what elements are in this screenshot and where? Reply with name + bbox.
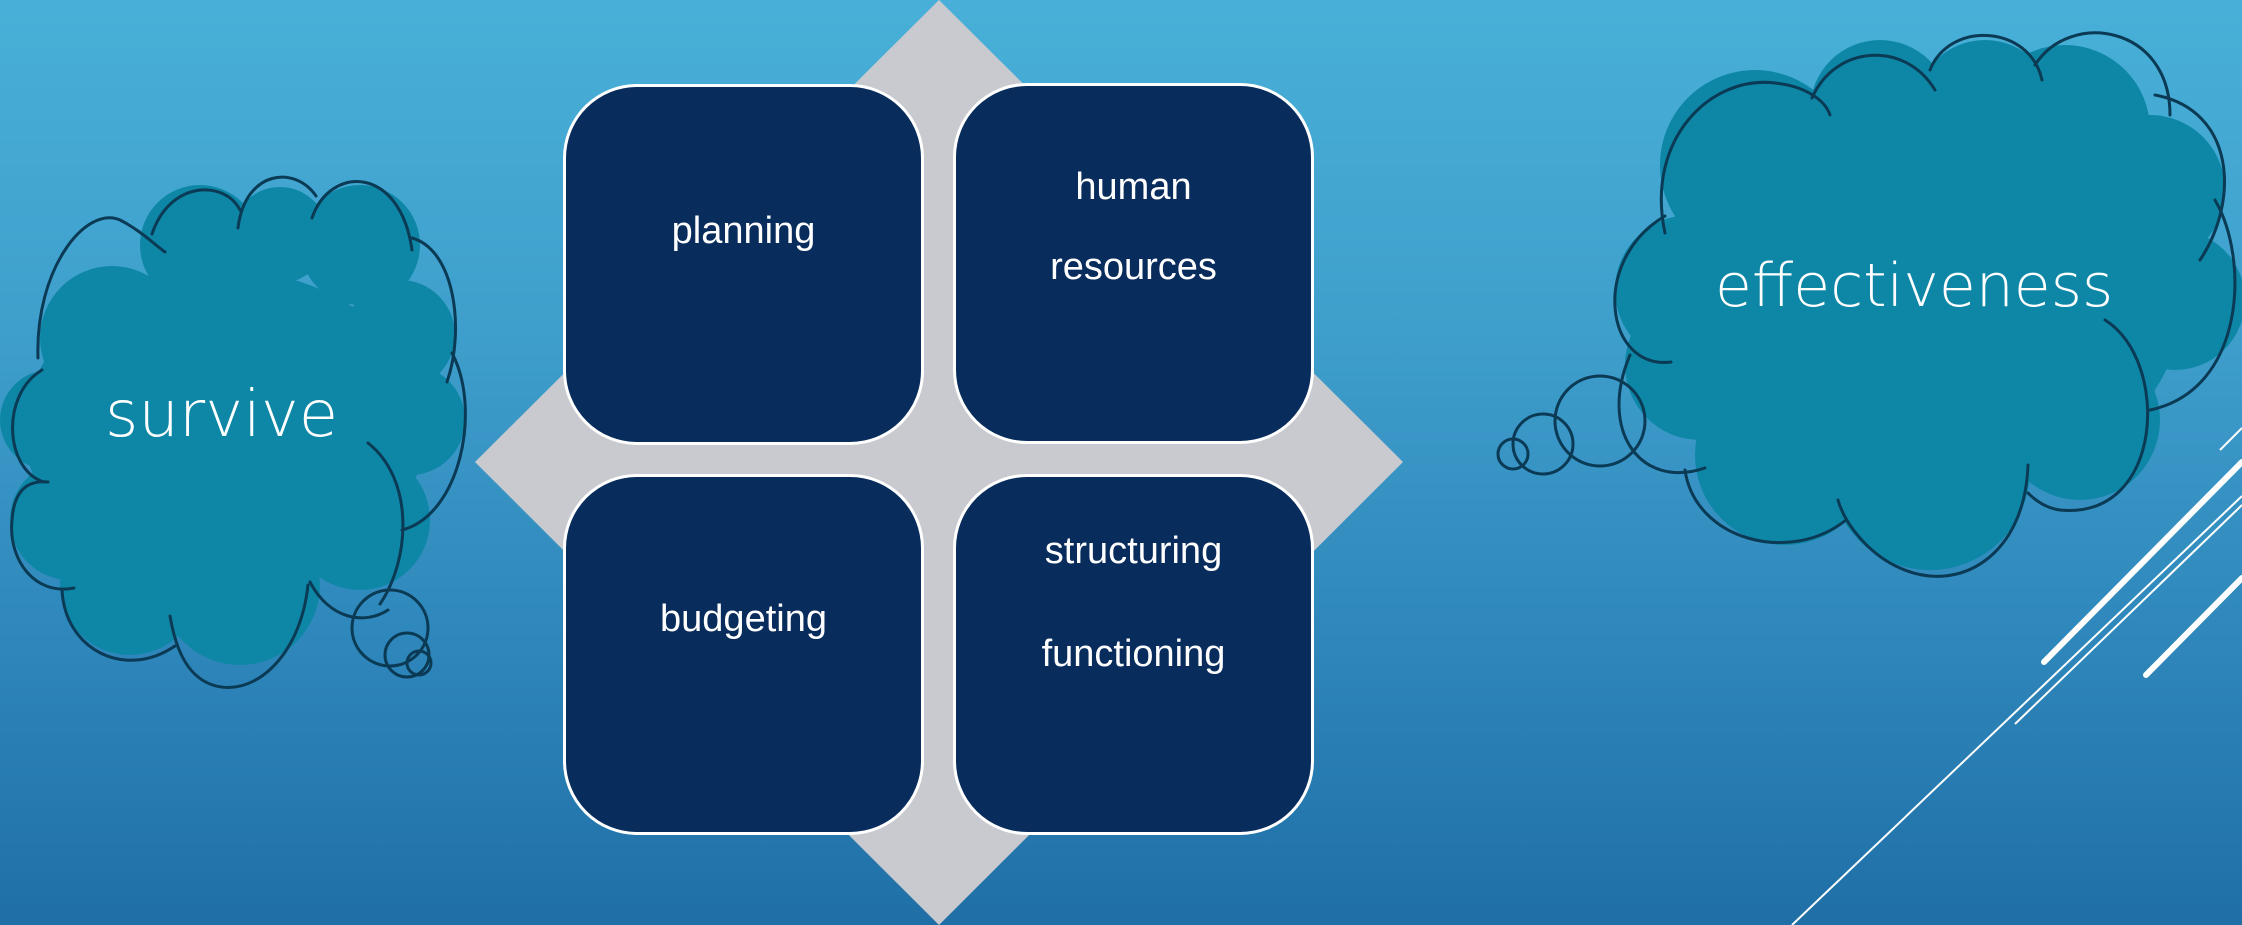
cloud-label-survive: survive	[105, 378, 339, 452]
cloud-label-effectiveness: effectiveness	[1715, 251, 2114, 321]
matrix-cell-human-resources: human resources	[953, 83, 1314, 444]
matrix-cell-budgeting: budgeting	[563, 474, 924, 835]
matrix-cell-structuring-functioning: structuring functioning	[953, 474, 1314, 835]
matrix-cell-planning: planning	[563, 84, 924, 445]
cell-text-planning: planning	[671, 210, 816, 252]
deco-line-4	[2143, 575, 2242, 678]
cell-text-functioning: functioning	[1041, 633, 1226, 675]
deco-line-1	[1791, 495, 2242, 925]
cell-text-structuring: structuring	[1044, 530, 1223, 572]
cell-text-budgeting: budgeting	[660, 598, 827, 640]
cell-text-resources: resources	[1050, 246, 1217, 288]
deco-line-3	[2041, 459, 2242, 665]
deco-line-2	[2014, 504, 2242, 725]
cell-text-human: human	[1075, 166, 1192, 208]
deco-line-5	[2219, 427, 2242, 451]
